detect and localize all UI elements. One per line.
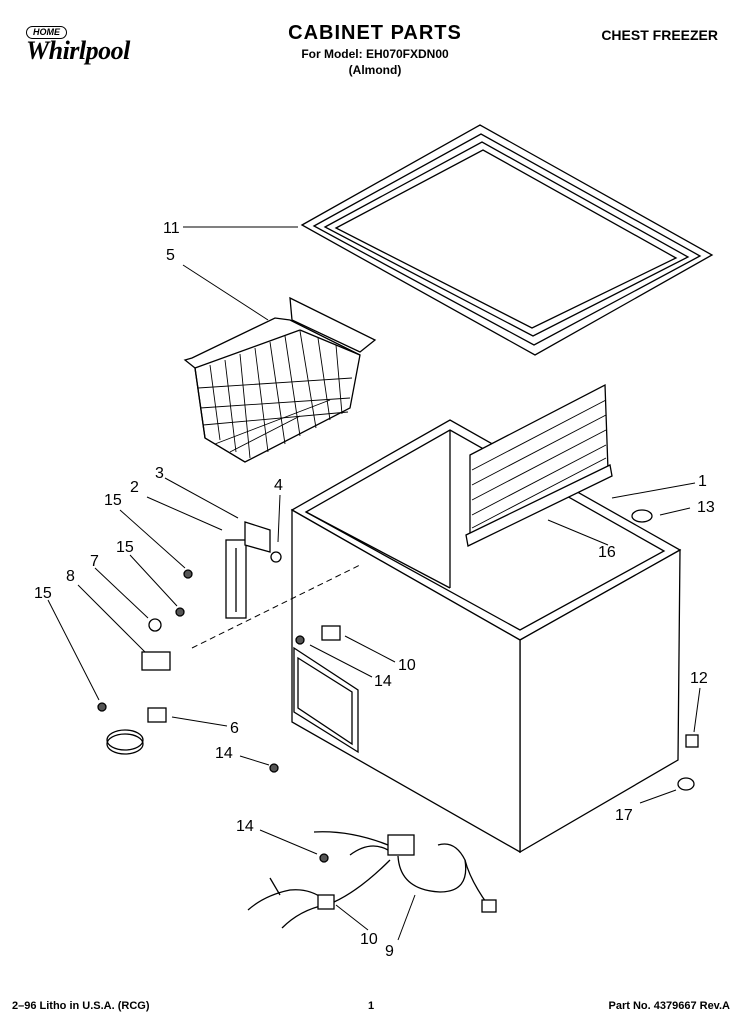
callout-14c: 14 (236, 818, 254, 835)
callout-10a: 10 (398, 657, 416, 674)
appliance-type: CHEST FREEZER (601, 27, 718, 43)
callout-7: 7 (90, 553, 99, 570)
callout-9: 9 (385, 943, 394, 960)
callout-17: 17 (615, 807, 633, 824)
callout-8: 8 (66, 568, 75, 585)
wiring-harness (247, 831, 497, 929)
callout-1: 1 (698, 473, 707, 490)
callout-15b: 15 (116, 539, 134, 556)
model-line: For Model: EH070FXDN00 (301, 47, 449, 61)
page-number: 1 (368, 1000, 375, 1012)
callout-13: 13 (697, 499, 715, 516)
basket (183, 296, 377, 463)
fasteners (97, 509, 699, 863)
lid-gasket (300, 124, 714, 356)
hinge-assembly (225, 521, 282, 619)
callout-numbers: 11 5 3 2 4 1 13 15 15 15 7 8 16 10 14 12… (34, 220, 715, 960)
callout-14a: 14 (374, 673, 392, 690)
callout-14b: 14 (215, 745, 233, 762)
callout-11: 11 (163, 220, 180, 237)
leader-lines (47, 226, 701, 941)
callout-12: 12 (690, 670, 708, 687)
callout-10b: 10 (360, 931, 378, 948)
callout-3: 3 (155, 465, 164, 482)
color-line: (Almond) (348, 63, 402, 77)
callout-16: 16 (598, 544, 616, 561)
whirlpool-logo: HOME Whirlpool (12, 26, 162, 74)
callout-5: 5 (166, 247, 175, 264)
callout-15c: 15 (34, 585, 52, 602)
litho-note: 2–96 Litho in U.S.A. (RCG) (12, 1000, 150, 1012)
logo-wordmark: Whirlpool (26, 36, 130, 65)
part-number: Part No. 4379667 Rev.A (608, 1000, 730, 1012)
logo-badge: HOME (26, 26, 67, 39)
callout-4: 4 (274, 477, 283, 494)
divider-panel (465, 383, 613, 547)
callout-2: 2 (130, 479, 139, 496)
callout-15a: 15 (104, 492, 122, 509)
callout-6: 6 (230, 720, 239, 737)
page-title: CABINET PARTS (288, 22, 462, 44)
parts-diagram: 11 5 3 2 4 1 13 15 15 15 7 8 16 10 14 12… (34, 124, 715, 960)
